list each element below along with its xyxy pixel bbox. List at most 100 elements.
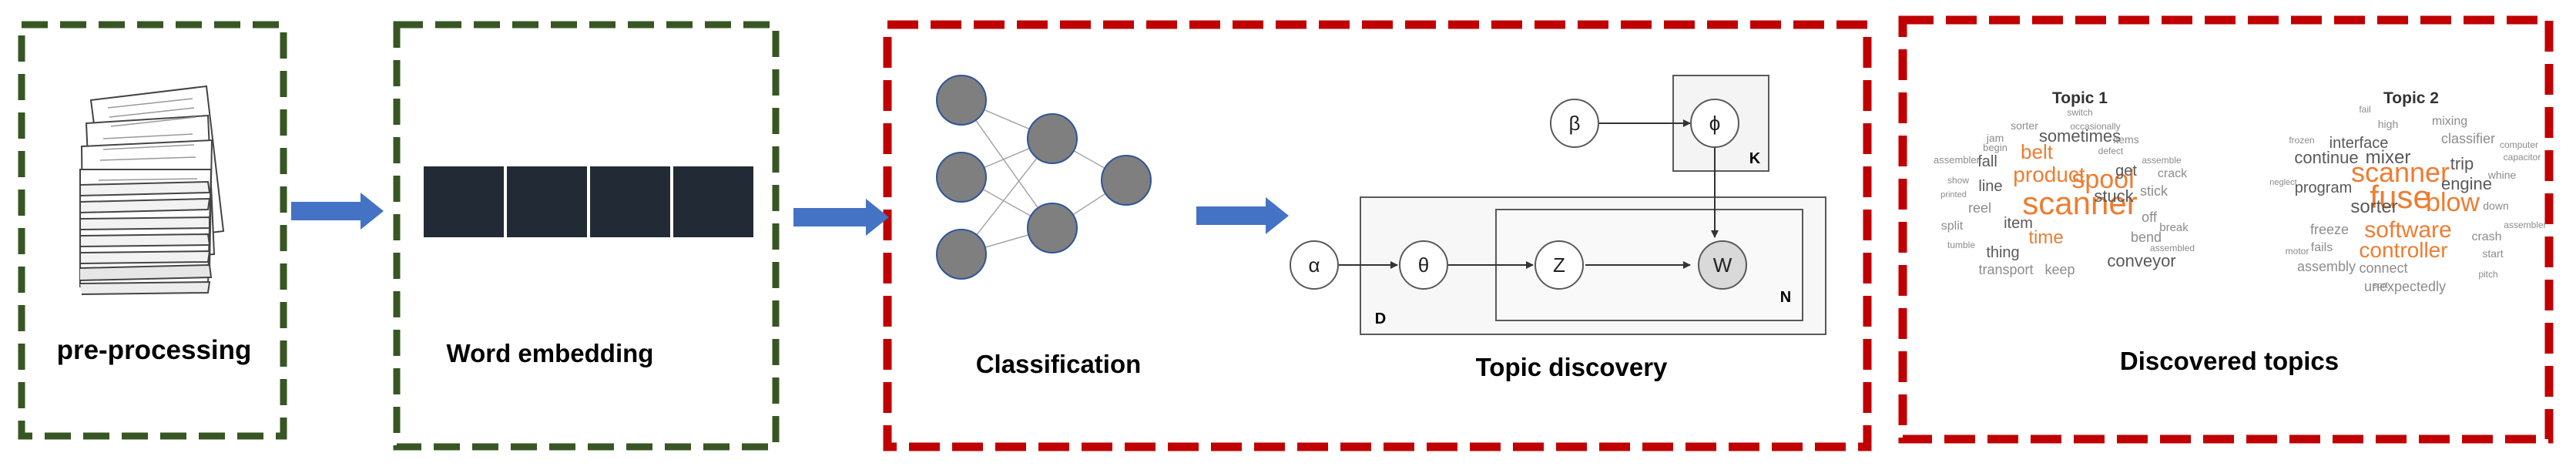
topic-word: transport bbox=[1978, 262, 2033, 277]
topic-word: thing bbox=[1986, 244, 2019, 261]
topic-word: items bbox=[2113, 133, 2138, 146]
topic-word: jam bbox=[1986, 132, 2004, 144]
topic-word: assembler bbox=[1934, 154, 1981, 166]
plate-n-label: N bbox=[1780, 289, 1791, 306]
topic-word: product bbox=[2013, 163, 2085, 186]
topic-word: trip bbox=[2450, 154, 2474, 173]
topic-1-wordcloud: scannerspoolproductbelttimestucksometime… bbox=[1934, 107, 2195, 277]
topic-word: interface bbox=[2329, 135, 2389, 152]
topic-word: whine bbox=[2487, 169, 2517, 181]
topic-word: blow bbox=[2426, 188, 2480, 217]
topic-word: get bbox=[2115, 163, 2137, 179]
node-z-label: Z bbox=[1553, 253, 1565, 277]
topic-word: frozen bbox=[2289, 135, 2314, 146]
topic-word: assembled bbox=[2150, 243, 2195, 253]
topic-word: fail bbox=[2359, 104, 2370, 115]
embedding-vector bbox=[421, 163, 756, 240]
preprocessing-frame bbox=[18, 21, 287, 440]
embedding-cell bbox=[421, 163, 507, 240]
arrow-classification-to-topics bbox=[1196, 197, 1289, 234]
topic-word: connect bbox=[2359, 260, 2407, 276]
topic-word: engine bbox=[2441, 174, 2492, 193]
topic-word: fall bbox=[1977, 153, 1997, 170]
node-w bbox=[1698, 240, 1747, 290]
topic-word: computer bbox=[2500, 139, 2538, 150]
embedding-cell bbox=[670, 163, 756, 240]
preprocessing-label: pre-processing bbox=[57, 335, 252, 365]
topic-word: fails bbox=[2311, 241, 2333, 254]
topic-word: tumble bbox=[1947, 240, 1975, 250]
topic-word: controller bbox=[2359, 238, 2447, 262]
topic-word: fuse bbox=[2370, 179, 2430, 215]
node-phi bbox=[1690, 99, 1739, 148]
topic-word: unexpectedly bbox=[2364, 279, 2446, 294]
nn-input-node bbox=[936, 152, 987, 203]
topic-word: neglect bbox=[2269, 178, 2296, 187]
topic-word: sorter bbox=[2350, 196, 2397, 217]
node-alpha bbox=[1290, 240, 1339, 290]
document-stack-icon bbox=[79, 85, 225, 295]
topic-word: begin bbox=[1983, 142, 2007, 153]
node-z bbox=[1535, 240, 1584, 290]
topic-word: pitch bbox=[2478, 269, 2497, 280]
topic-word: mixing bbox=[2432, 115, 2467, 128]
node-beta bbox=[1550, 99, 1599, 148]
topic-word: high bbox=[2378, 118, 2398, 130]
topic-word: stick bbox=[2140, 183, 2168, 199]
classification-label: Classification bbox=[976, 350, 1142, 378]
topic-word: freeze bbox=[2310, 222, 2349, 237]
topic-word: crack bbox=[2158, 167, 2188, 180]
topic-word: time bbox=[2028, 227, 2063, 248]
node-theta bbox=[1399, 240, 1448, 290]
topic-word: assemble bbox=[2142, 155, 2182, 166]
nn-input-node bbox=[936, 75, 987, 126]
plate-d-label: D bbox=[1375, 310, 1386, 327]
topics-frame bbox=[1898, 15, 2554, 444]
node-phi-label: ϕ bbox=[1709, 112, 1721, 135]
topic-word: printed bbox=[1940, 190, 1967, 200]
topic-2-title: Topic 2 bbox=[2383, 89, 2439, 107]
topic-word: down bbox=[2483, 200, 2508, 212]
topic-word: show bbox=[1947, 175, 1969, 186]
topic-word: scanner bbox=[2022, 185, 2137, 221]
topic-word: motor bbox=[2286, 246, 2309, 257]
topic-word: break bbox=[2159, 221, 2189, 234]
topic-word: split bbox=[1941, 220, 1964, 233]
neural-network bbox=[936, 75, 1152, 280]
topic-word: off bbox=[2142, 210, 2158, 225]
nn-hidden-node bbox=[1027, 113, 1078, 164]
plate-k-label: K bbox=[1749, 150, 1761, 167]
topic-word: classifier bbox=[2441, 131, 2495, 146]
embedding-frame bbox=[393, 21, 780, 451]
topic-word: bend bbox=[2131, 230, 2162, 245]
embedding-cell bbox=[504, 163, 590, 240]
topic-1-title: Topic 1 bbox=[2052, 89, 2108, 107]
topic-word: program bbox=[2295, 179, 2352, 196]
topic-word: line bbox=[1978, 178, 2002, 195]
arrow-preprocess-to-embedding bbox=[291, 193, 384, 230]
topic-word: conveyor bbox=[2107, 251, 2175, 270]
node-theta-label: θ bbox=[1418, 253, 1429, 277]
topic-word: assembler bbox=[2504, 220, 2546, 230]
topic-word: sort bbox=[2373, 280, 2389, 290]
lda-plate-model: K D N β ϕ α θ Z W bbox=[1290, 75, 1826, 335]
topic-word: crash bbox=[2471, 230, 2501, 243]
arrow-embedding-to-classification bbox=[793, 199, 889, 236]
topic-word: start bbox=[2482, 247, 2503, 260]
topic-word: spool bbox=[2071, 165, 2134, 194]
topic-word: assembly bbox=[2297, 259, 2356, 274]
topic-word: sometimes bbox=[2039, 126, 2121, 146]
topic-word: defect bbox=[2098, 146, 2124, 156]
nn-hidden-node bbox=[1027, 203, 1078, 253]
topic-word: scanner bbox=[2351, 156, 2450, 188]
topic-word: item bbox=[2004, 215, 2033, 232]
embedding-label: Word embedding bbox=[447, 339, 654, 367]
topic-word: mixer bbox=[2366, 147, 2411, 168]
topic-word: software bbox=[2364, 217, 2451, 243]
topic-discovery-label: Topic discovery bbox=[1476, 353, 1668, 381]
topic-word: capacitor bbox=[2504, 152, 2541, 163]
topic-word: continue bbox=[2294, 148, 2358, 167]
topic-word: keep bbox=[2044, 262, 2075, 277]
